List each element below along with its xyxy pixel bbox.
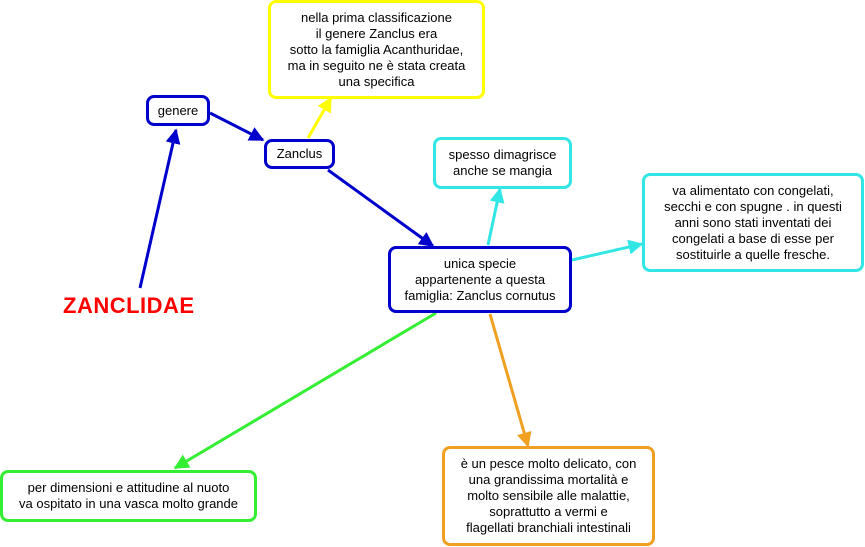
arrow-genere-to-zanclus: [209, 111, 265, 142]
diagram-title: ZANCLIDAE: [63, 293, 195, 318]
arrow-unica-specie-to-vasca: [173, 311, 437, 470]
arrow-zanclidae-to-genere: [138, 128, 181, 289]
node-dimagrisce: spesso dimagrisce anche se mangia: [433, 137, 572, 189]
arrow-unica-specie-to-delicato: [488, 313, 532, 448]
arrow-zanclus-to-unica-specie: [327, 168, 435, 248]
node-delicato: è un pesce molto delicato, con una grand…: [442, 446, 655, 546]
arrow-zanclus-to-note: [306, 96, 333, 139]
node-note-classificazione: nella prima classificazione il genere Za…: [268, 0, 485, 99]
node-unica-specie: unica specie appartenente a questa famig…: [388, 246, 572, 313]
node-zanclus: Zanclus: [264, 139, 335, 169]
arrow-unica-specie-to-alimentazione: [571, 239, 644, 262]
node-alimentazione: va alimentato con congelati, secchi e co…: [642, 173, 864, 272]
arrow-unica-specie-to-dimagrisce: [486, 187, 505, 246]
node-genere: genere: [146, 95, 210, 126]
node-vasca: per dimensioni e attitudine al nuoto va …: [0, 470, 257, 522]
